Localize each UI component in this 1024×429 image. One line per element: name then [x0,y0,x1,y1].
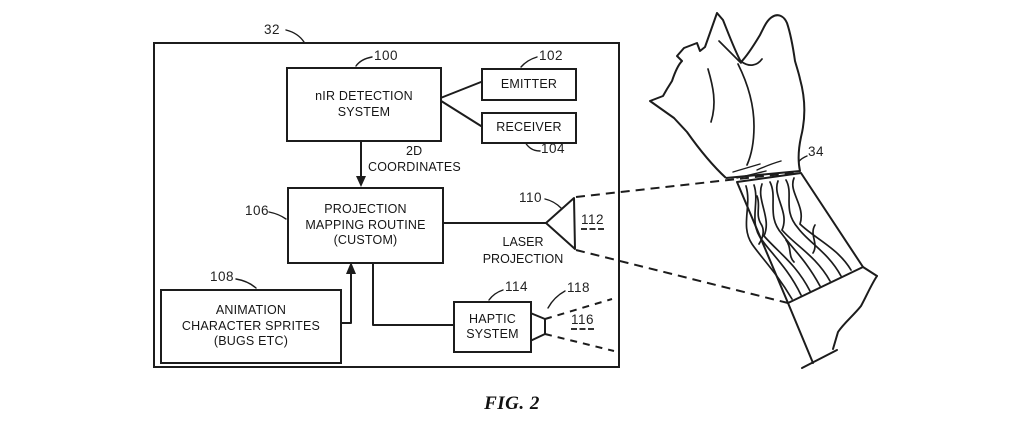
ref-34: 34 [808,144,825,159]
nir-detection-system-box: nIR DETECTION SYSTEM [286,67,442,142]
laser-projection-label: LASER PROJECTION [470,234,576,268]
figure-caption: FIG. 2 [484,393,540,414]
box-label-line: (BUGS ETC) [213,334,289,349]
nir-to-emitter-line [437,81,482,100]
nir-to-projection-arrow [356,139,366,187]
coords-label-coordinates: COORDINATES [368,160,461,174]
projection-mapping-routine-box: PROJECTION MAPPING ROUTINE (CUSTOM) [287,187,444,264]
emitter-box: EMITTER [481,68,577,101]
haptic-beam-top-dashed [544,298,613,320]
animation-to-projection-arrow [337,262,356,324]
box-label-line: SYSTEM [337,104,391,119]
box-label-line: nIR DETECTION [315,89,413,103]
wrist-projection-area [736,172,864,304]
ref-102: 102 [539,48,564,63]
nir-to-receiver-line [437,98,482,127]
fist-outline [649,12,806,179]
haptic-system-box: HAPTIC SYSTEM [453,301,532,353]
laser-projection-label-line: LASER [502,235,544,249]
ref-110: 110 [519,190,543,205]
animation-character-sprites-box: ANIMATION CHARACTER SPRITES (BUGS ETC) [160,289,342,364]
system-boundary-box [153,42,620,368]
box-label-line: SYSTEM [466,327,519,341]
leader-lines [235,29,808,309]
laser-beam-top-dashed [575,171,801,198]
box-label-line: EMITTER [500,76,558,91]
forearm-cuff [787,266,878,369]
ref-104: 104 [541,141,566,156]
receiver-box: RECEIVER [481,112,577,144]
ref-114: 114 [505,279,529,294]
projection-to-haptic-line [372,259,454,326]
ref-106: 106 [245,203,270,218]
laser-projection-label-line: PROJECTION [482,251,564,266]
box-label-line: CHARACTER SPRITES [181,318,321,333]
ref-100: 100 [374,48,399,63]
box-label-line: RECEIVER [496,120,562,135]
ref-108: 108 [210,269,235,284]
box-label-line: (CUSTOM) [333,233,398,248]
ref-112: 112 [581,212,605,230]
box-label-line: PROJECTION [324,202,407,217]
box-label-line: ANIMATION [215,303,287,318]
laser-cone [545,197,576,250]
ref-32: 32 [264,22,281,37]
laser-beam-bottom-dashed [575,249,789,304]
ref-118: 118 [567,280,591,295]
box-label-line: HAPTIC [468,311,517,326]
hand-illustration [649,12,878,369]
box-label-line: MAPPING ROUTINE [305,217,426,232]
ref-116: 116 [571,312,595,330]
coords-label-2d: 2D [406,144,423,158]
